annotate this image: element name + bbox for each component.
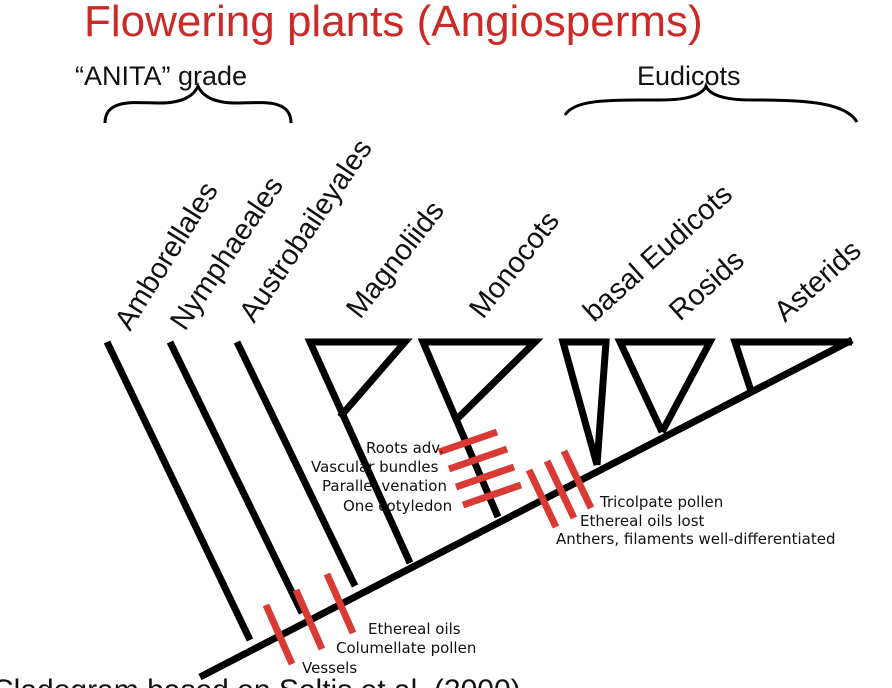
trait-label-one-cotyledon: One cotyledon (343, 497, 452, 515)
eudicots-brace (563, 81, 859, 123)
eudicots-label: Eudicots (637, 61, 741, 91)
clade-asterids (730, 338, 852, 393)
trait-mark-monocots-4 (461, 481, 523, 509)
trait-mark-monocots-1 (437, 428, 499, 456)
figure-title: Flowering plants (Angiosperms) (84, 0, 703, 46)
trait-label-ethereal-oils: Ethereal oils (368, 620, 461, 638)
figure-caption: Cladogram based on Soltis et al. (2000) (0, 674, 521, 688)
trait-mark-eudicots-1 (525, 468, 560, 529)
taxon-label-monocots: Monocots (463, 206, 566, 325)
clade-monocots (417, 338, 544, 519)
clade-magnoliids (304, 338, 414, 565)
taxon-label-asterids: Asterids (768, 234, 867, 328)
trait-label-vascular-bundles: Vascular bundles (311, 458, 439, 476)
branch-nymphaeales (166, 340, 306, 615)
anita-brace (103, 81, 293, 124)
clade-rosids (614, 338, 716, 434)
trait-label-vessels: Vessels (302, 659, 357, 677)
taxon-label-magnoliids: Magnoliids (340, 195, 451, 324)
main-stem (198, 336, 854, 681)
trait-label-columellate-pollen: Columellate pollen (336, 639, 476, 657)
trait-mark-base-1 (262, 603, 296, 666)
trait-mark-monocots-3 (454, 463, 516, 491)
clade-basal-eudicots (558, 338, 610, 466)
anita-grade-label: “ANITA” grade (75, 61, 247, 91)
trait-mark-monocots-2 (447, 445, 509, 473)
trait-label-ethereal-oils-lost: Ethereal oils lost (580, 512, 705, 530)
taxon-label-basal-eudicots: basal Eudicots (577, 178, 739, 328)
branch-amborellales (103, 340, 254, 642)
branch-austrobaileyales (233, 340, 359, 588)
trait-label-roots-adv: Roots adv. (366, 439, 444, 457)
trait-mark-eudicots-3 (560, 449, 595, 510)
trait-label-parallel-venation: Parallel venation (322, 477, 447, 495)
trait-mark-base-3 (323, 572, 357, 635)
trait-mark-base-2 (292, 588, 326, 651)
trait-label-tricolpate-pollen: Tricolpate pollen (599, 493, 723, 511)
trait-label-anthers-filaments: Anthers, filaments well-differentiated (556, 530, 835, 548)
trait-mark-eudicots-2 (543, 459, 578, 520)
